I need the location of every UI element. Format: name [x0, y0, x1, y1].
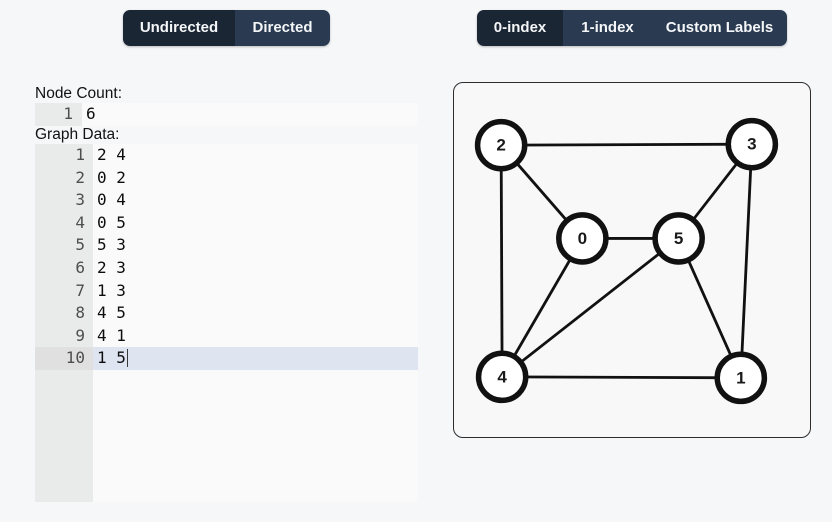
graph-node[interactable]: [725, 117, 779, 171]
node-count-value[interactable]: 6: [86, 104, 96, 123]
node-count-editor[interactable]: 1 6: [35, 103, 418, 126]
graph-node[interactable]: [556, 212, 609, 265]
graph-node-label: 5: [674, 229, 683, 248]
line-number: 7: [75, 280, 85, 300]
edge-text[interactable]: 0 4: [97, 190, 126, 210]
graph-node-label: 1: [736, 368, 745, 387]
line-number: 2: [75, 167, 85, 187]
node-count-label: Node Count:: [35, 85, 123, 102]
direction-toggle-group: Undirected Directed: [123, 10, 330, 46]
graph-node[interactable]: [475, 350, 529, 404]
editor-line[interactable]: 7 1 3: [35, 280, 418, 303]
graph-node-label: 4: [497, 367, 507, 386]
index-toggle-group: 0-index 1-index Custom Labels: [477, 10, 787, 46]
graph-node-label: 3: [747, 135, 756, 154]
edge-text[interactable]: 1 3: [97, 280, 126, 300]
edge-text[interactable]: 2 3: [97, 257, 126, 277]
graph-canvas[interactable]: 2 3 0 5 4 1: [454, 83, 810, 437]
editor-line[interactable]: 6 2 3: [35, 257, 418, 280]
line-number: 1: [75, 145, 85, 164]
one-index-button[interactable]: 1-index: [563, 10, 652, 46]
line-number: 4: [75, 212, 85, 232]
graph-node-label: 0: [578, 229, 587, 248]
graph-edge: [500, 237, 584, 378]
directed-button[interactable]: Directed: [235, 10, 330, 46]
line-number: 9: [75, 325, 85, 345]
editor-content-background: [82, 103, 418, 126]
line-number: 3: [75, 190, 85, 210]
graph-visualization-panel: 2 3 0 5 4 1: [453, 82, 811, 438]
edge-text[interactable]: 0 2: [97, 167, 126, 187]
line-number-gutter: [35, 103, 82, 126]
line-number: 10: [35, 347, 93, 370]
graph-edge: [739, 144, 754, 378]
line-number: 6: [75, 257, 85, 277]
editor-line[interactable]: 2 0 2: [35, 167, 418, 190]
line-number: 8: [75, 303, 85, 323]
text-cursor: [126, 349, 129, 368]
edge-text[interactable]: 5 3: [97, 235, 126, 255]
graph-node[interactable]: [714, 351, 768, 405]
editor-line[interactable]: 5 5 3: [35, 234, 418, 257]
graph-edge: [501, 142, 752, 147]
edge-text[interactable]: 2 4: [97, 145, 126, 164]
graph-node[interactable]: [474, 118, 528, 172]
node-count-line[interactable]: 1 6: [35, 103, 418, 126]
edge-text[interactable]: 1 5: [93, 347, 418, 370]
editor-content-background: [93, 144, 418, 502]
line-number: 1: [63, 104, 73, 123]
edge-text[interactable]: 4 5: [97, 303, 126, 323]
custom-labels-button[interactable]: Custom Labels: [652, 10, 787, 46]
editor-line[interactable]: 3 0 4: [35, 189, 418, 212]
zero-index-button[interactable]: 0-index: [477, 10, 563, 46]
undirected-button[interactable]: Undirected: [123, 10, 235, 46]
graph-edge: [501, 237, 680, 378]
editor-line[interactable]: 8 4 5: [35, 302, 418, 325]
graph-node[interactable]: [652, 212, 705, 265]
editor-line[interactable]: 9 4 1: [35, 325, 418, 348]
graph-edge: [499, 145, 504, 377]
edge-text[interactable]: 0 5: [97, 212, 126, 232]
graph-data-label: Graph Data:: [35, 126, 120, 143]
line-number: 5: [75, 235, 85, 255]
graph-node-label: 2: [496, 136, 505, 155]
edge-text[interactable]: 4 1: [97, 325, 126, 345]
editor-line[interactable]: 1 2 4: [35, 144, 418, 167]
graph-edge: [502, 375, 741, 380]
line-number-gutter: [35, 144, 93, 502]
editor-line[interactable]: 4 0 5: [35, 212, 418, 235]
